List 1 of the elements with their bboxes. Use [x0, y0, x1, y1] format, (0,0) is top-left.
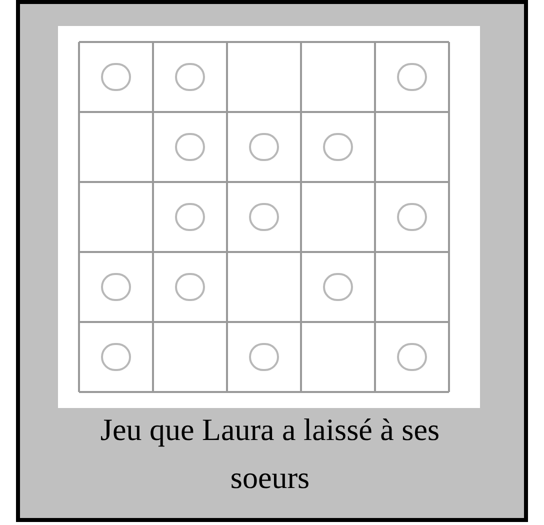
caption: Jeu que Laura a laissé à ses soeurs — [99, 411, 441, 497]
